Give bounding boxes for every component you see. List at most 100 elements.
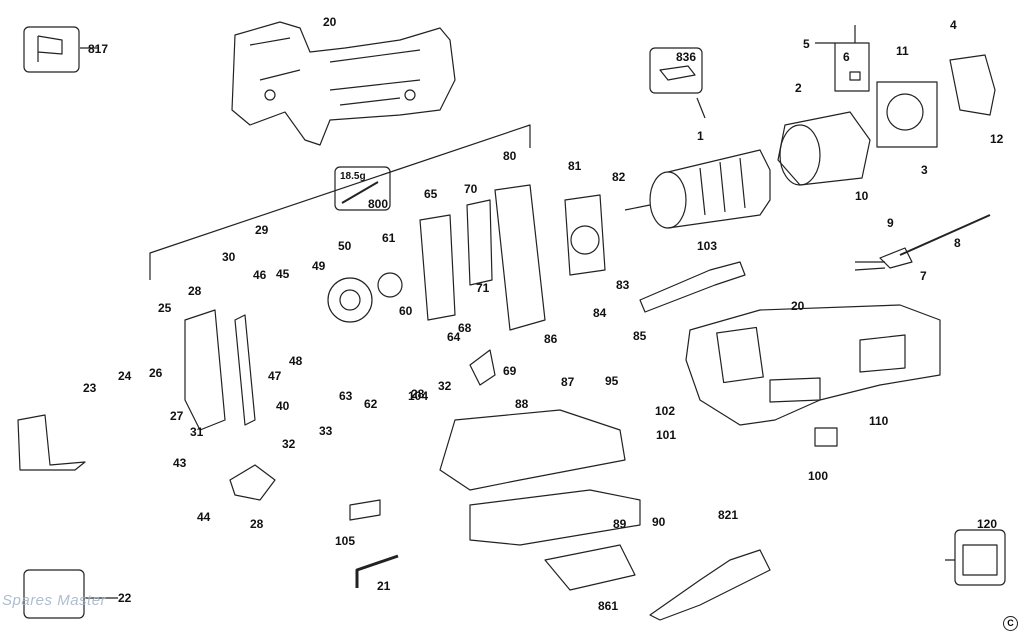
gear-50 bbox=[327, 277, 373, 323]
part-number-label: 25 bbox=[158, 301, 172, 315]
part-number-label: 43 bbox=[173, 456, 187, 470]
part-105-nozzle bbox=[649, 549, 771, 621]
part-number-label: 11 bbox=[896, 44, 909, 58]
part-number-label: 83 bbox=[616, 278, 630, 292]
part-number-label: 48 bbox=[289, 354, 303, 368]
part-number-label: 88 bbox=[515, 397, 529, 411]
part-89 bbox=[349, 499, 381, 521]
part-number-label: 8 bbox=[954, 236, 961, 250]
armature-part bbox=[624, 149, 771, 229]
grease-box bbox=[334, 166, 391, 211]
part-number-label: 60 bbox=[399, 304, 413, 318]
field-stator-part bbox=[777, 111, 871, 186]
part-number-label: 64 bbox=[447, 330, 461, 344]
part-number-label: 120 bbox=[977, 517, 998, 531]
part-number-label: 29 bbox=[255, 223, 269, 237]
copyright-symbol: C bbox=[1003, 616, 1018, 631]
assembly-bracket bbox=[149, 124, 531, 280]
part-31 bbox=[184, 309, 226, 431]
part-number-label: 85 bbox=[633, 329, 647, 343]
part-number-label: 20 bbox=[791, 299, 805, 313]
part-90-base bbox=[469, 489, 641, 546]
part-number-label: 46 bbox=[253, 268, 267, 282]
part-21 bbox=[544, 544, 636, 591]
leader-1 bbox=[696, 97, 706, 119]
part-5-box bbox=[834, 42, 870, 92]
part-number-label: 2 bbox=[795, 81, 802, 95]
part-number-label: 4 bbox=[950, 18, 957, 32]
part-number-label: 102 bbox=[655, 404, 676, 418]
part-number-label: 89 bbox=[613, 517, 627, 531]
part-number-label: 32 bbox=[282, 437, 296, 451]
part-number-label: 101 bbox=[656, 428, 677, 442]
part-number-label: 1 bbox=[697, 129, 704, 143]
part-836-box bbox=[649, 47, 703, 94]
part-22 bbox=[17, 414, 86, 471]
part-number-label: 105 bbox=[335, 534, 356, 548]
part-number-label: 103 bbox=[697, 239, 718, 253]
part-number-label: 70 bbox=[464, 182, 478, 196]
part-number-label: 80 bbox=[503, 149, 517, 163]
housing-half-right bbox=[685, 304, 941, 426]
part-103-shaft bbox=[639, 261, 746, 313]
part-70 bbox=[466, 199, 493, 286]
part-817-box bbox=[23, 26, 80, 73]
part-number-label: 44 bbox=[197, 510, 211, 524]
part-number-label: 30 bbox=[222, 250, 236, 264]
gear-61 bbox=[377, 272, 403, 298]
part-number-label: 90 bbox=[652, 515, 666, 529]
part-number-label: 12 bbox=[990, 132, 1004, 146]
part-number-label: 65 bbox=[424, 187, 438, 201]
part-88-shoe bbox=[439, 409, 626, 491]
part-number-label: 100 bbox=[808, 469, 829, 483]
part-number-label: 821 bbox=[718, 508, 739, 522]
part-number-label: 32 bbox=[438, 379, 452, 393]
part-number-label: 5 bbox=[803, 37, 810, 51]
part-number-label: 800 bbox=[368, 197, 389, 211]
part-81 bbox=[564, 194, 606, 276]
part-3-box bbox=[876, 81, 938, 148]
part-number-label: 33 bbox=[319, 424, 333, 438]
part-number-label: 861 bbox=[598, 599, 619, 613]
part-number-label: 87 bbox=[561, 375, 575, 389]
part-4-shape bbox=[949, 54, 996, 116]
part-number-label: 47 bbox=[268, 369, 282, 383]
part-number-label: 82 bbox=[612, 170, 626, 184]
part-number-label: 95 bbox=[605, 374, 619, 388]
part-number-label: 26 bbox=[149, 366, 163, 380]
part-number-label: 20 bbox=[323, 15, 337, 29]
part-40-rod bbox=[234, 314, 256, 426]
part-number-label: 817 bbox=[88, 42, 109, 56]
part-number-label: 31 bbox=[190, 425, 204, 439]
part-number-label: 28 bbox=[250, 517, 264, 531]
part-number-label: 68 bbox=[458, 321, 472, 335]
part-number-label: 69 bbox=[503, 364, 517, 378]
part-number-label: 49 bbox=[312, 259, 326, 273]
part-number-label: 50 bbox=[338, 239, 352, 253]
part-65 bbox=[419, 214, 456, 321]
part-number-label: 9 bbox=[887, 216, 894, 230]
part-821-box bbox=[954, 529, 1006, 586]
part-80-plate bbox=[494, 184, 546, 331]
part-number-label: 10 bbox=[855, 189, 869, 203]
part-number-label: 22 bbox=[118, 591, 132, 605]
part-number-label: 86 bbox=[544, 332, 558, 346]
power-cable bbox=[899, 214, 991, 256]
part-number-label: 24 bbox=[118, 369, 132, 383]
part-104 bbox=[814, 427, 838, 447]
part-44 bbox=[229, 464, 276, 501]
housing-half-top bbox=[231, 21, 456, 146]
hex-key-120 bbox=[355, 554, 399, 588]
part-69 bbox=[469, 349, 496, 386]
part-number-label: 104 bbox=[408, 389, 429, 403]
part-number-label: 110 bbox=[869, 414, 889, 428]
part-number-label: 84 bbox=[593, 306, 607, 320]
part-number-label: 7 bbox=[920, 269, 927, 283]
part-number-label: 81 bbox=[568, 159, 582, 173]
part-number-label: 3 bbox=[921, 163, 928, 177]
part-number-label: 71 bbox=[476, 281, 490, 295]
part-number-label: 23 bbox=[83, 381, 97, 395]
part-number-label: 45 bbox=[276, 267, 290, 281]
